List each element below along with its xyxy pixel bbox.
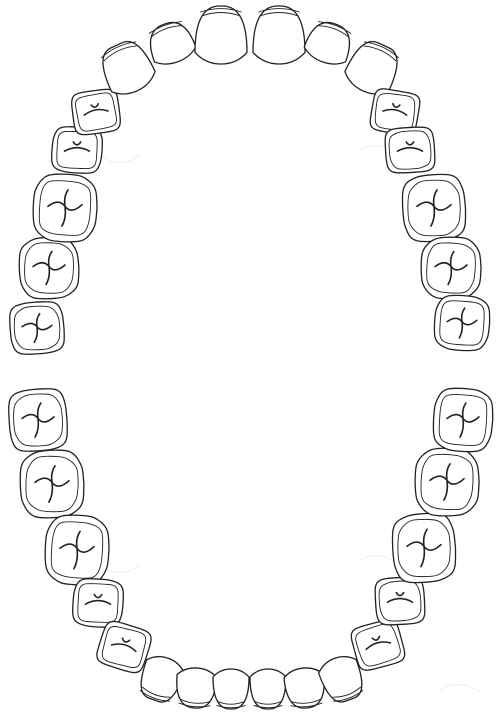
tooth-outline [375,577,425,625]
tooth-u-r-pm1 [69,87,123,138]
tooth-outline [213,669,249,709]
tooth-l-l-m1 [392,513,455,582]
tooth-u-l-pm2 [385,127,435,173]
tooth-u-r-m2 [19,237,79,299]
tooth-l-r-i1 [213,669,249,709]
tooth-outline [253,6,305,64]
tooth-l-r-pm2 [73,579,124,628]
tooth-l-l-i1 [250,669,286,709]
tooth-u-l-i1 [253,6,305,64]
tooth-l-l-pm2 [375,577,425,625]
tooth-u-r-m1 [33,174,97,242]
tooth-outline [73,579,124,628]
tooth-l-r-m1 [45,515,109,585]
tooth-u-r-i1 [195,6,247,64]
tooth-u-l-m1 [402,174,465,241]
tooth-l-l-m2 [415,448,479,516]
tooth-l-l-m3 [433,388,492,451]
tooth-l-r-m3 [9,389,68,452]
tooth-u-l-m3 [434,295,489,350]
tooth-u-r-m3 [10,302,65,354]
tooth-l-r-m2 [20,450,84,518]
tooth-outline [195,6,247,64]
tooth-outline [385,127,435,173]
tooth-u-l-m2 [421,237,481,299]
tooth-outline [250,669,286,709]
